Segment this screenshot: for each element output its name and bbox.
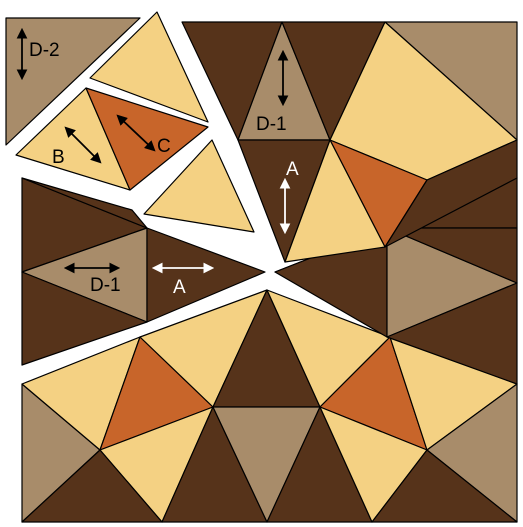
label-b: B [52,147,65,168]
label-d1-top: D-1 [256,114,287,135]
label-d1-left: D-1 [90,275,121,296]
label-a-left: A [173,277,186,298]
piece-b-brown [386,282,518,385]
piece-labels: D-2 B C D-1 A D-1 A [29,40,299,298]
quilt-pieces [5,11,518,523]
piece-a-yellow [143,139,255,233]
label-a-right: A [286,159,299,180]
piece-b-brown [386,227,518,284]
piece-a-brown [21,271,148,366]
piece-b-brown [384,139,518,248]
piece-d2-tan [5,17,141,146]
arrow-b [64,126,102,164]
label-d2: D-2 [29,40,60,61]
piece-a-brown [146,227,266,323]
arrow-c [116,114,156,152]
piece-b-brown [371,449,518,523]
piece-b-brown [21,177,148,229]
label-c: C [157,136,171,157]
piece-b-brown [21,449,163,523]
grain-arrows [16,27,291,274]
piece-a-yellow [89,11,209,123]
piece-a-yellow [284,139,386,263]
